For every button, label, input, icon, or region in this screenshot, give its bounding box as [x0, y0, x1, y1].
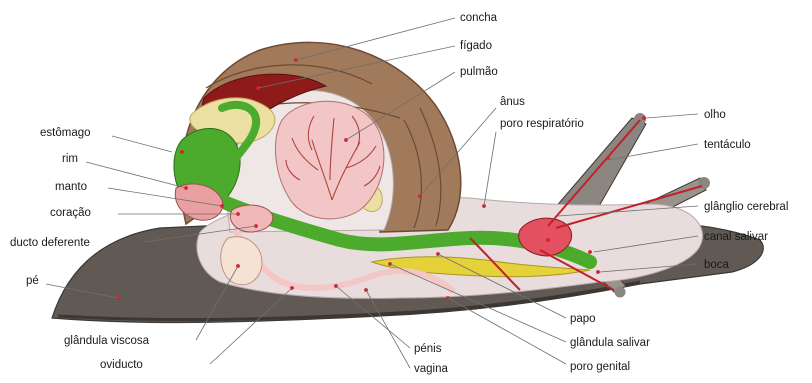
bottom-tentacle-tip — [615, 287, 626, 298]
label-poro-genital: poro genital — [570, 361, 630, 373]
label-ducto-deferente: ducto deferente — [10, 237, 90, 249]
label-papo: papo — [570, 313, 596, 325]
marker-dot — [180, 150, 184, 154]
label-glandula-salivar: glândula salivar — [570, 337, 650, 349]
label-penis: pénis — [414, 343, 442, 355]
label-oviducto: oviducto — [100, 359, 143, 371]
label-poro-respiratorio: poro respiratório — [500, 118, 584, 130]
label-figado: fígado — [460, 40, 492, 52]
marker-dot — [546, 238, 550, 242]
label-tentaculo: tentáculo — [704, 139, 751, 151]
label-ganglio-cerebral: glânglio cerebral — [704, 201, 788, 213]
label-boca: boca — [704, 259, 730, 271]
label-vagina: vagina — [414, 363, 448, 375]
label-pe: pé — [26, 275, 39, 287]
marker-dot — [596, 270, 600, 274]
marker-dot — [606, 156, 610, 160]
label-coracao: coração — [50, 207, 91, 219]
label-manto: manto — [55, 181, 87, 193]
label-pulmao: pulmão — [460, 66, 498, 78]
heart — [230, 205, 272, 232]
label-estomago: estômago — [40, 127, 91, 139]
label-glandula-viscosa: glândula viscosa — [64, 335, 150, 347]
marker-dot — [642, 116, 646, 120]
label-anus: ânus — [500, 96, 525, 108]
label-rim: rim — [62, 153, 78, 165]
marker-dot — [588, 250, 592, 254]
label-concha: concha — [460, 12, 498, 24]
lung — [275, 101, 383, 219]
label-canal-salivar: canal salivar — [704, 231, 768, 243]
label-olho: olho — [704, 109, 726, 121]
